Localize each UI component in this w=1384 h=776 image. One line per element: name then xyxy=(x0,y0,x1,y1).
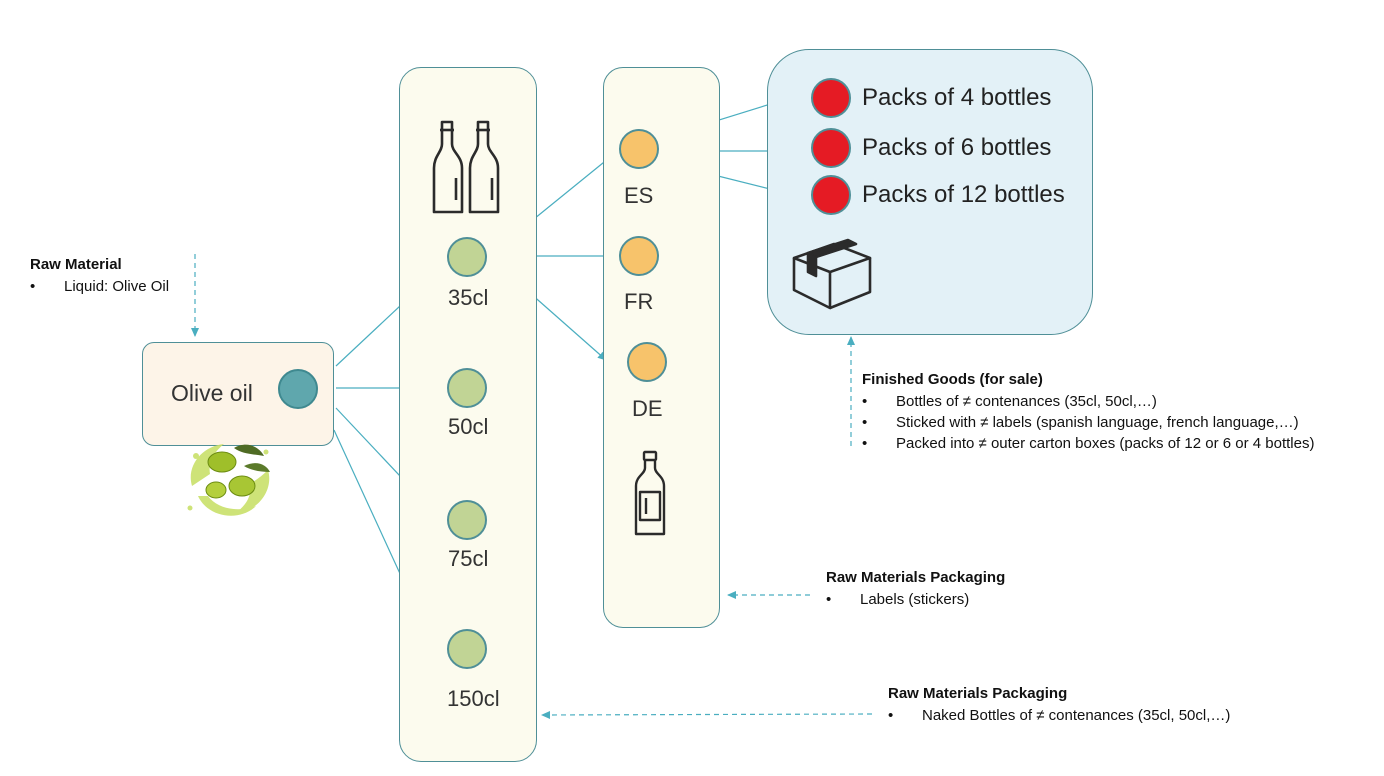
size-label-75cl: 75cl xyxy=(448,546,489,571)
pack-label-12: Packs of 12 bottles xyxy=(862,181,1065,208)
labels-packaging-item: Labels (stickers) xyxy=(826,589,1005,610)
oil-bottle-icon xyxy=(634,450,666,536)
pack-dot-6 xyxy=(811,128,851,168)
size-dot-35cl xyxy=(447,237,487,277)
size-label-35cl: 35cl xyxy=(448,285,489,310)
size-label-50cl: 50cl xyxy=(448,414,489,439)
size-label-150cl: 150cl xyxy=(447,686,500,711)
arrow-bottles-in xyxy=(541,710,873,719)
language-dot-de xyxy=(627,342,667,382)
olive-splash-icon xyxy=(187,444,270,516)
olive-oil-label: Olive oil xyxy=(171,380,253,406)
size-dot-50cl xyxy=(447,368,487,408)
language-label-es: ES xyxy=(624,183,654,208)
bottles-packaging-title: Raw Materials Packaging xyxy=(888,685,1068,702)
raw-material-title: Raw Material xyxy=(30,256,122,273)
olive-oil-dot xyxy=(278,369,318,409)
language-dot-fr xyxy=(619,236,659,276)
finished-goods-item: Packed into ≠ outer carton boxes (packs … xyxy=(862,433,1314,454)
bottles-packaging-note: Raw Materials Packaging Naked Bottles of… xyxy=(888,685,1230,726)
labels-packaging-title: Raw Materials Packaging xyxy=(826,569,1006,586)
language-label-fr: FR xyxy=(624,289,654,314)
carton-box-icon xyxy=(792,238,872,310)
language-label-de: DE xyxy=(632,396,663,421)
size-dot-150cl xyxy=(447,629,487,669)
finished-goods-item: Bottles of ≠ contenances (35cl, 50cl,…) xyxy=(862,391,1314,412)
bottles-packaging-item: Naked Bottles of ≠ contenances (35cl, 50… xyxy=(888,705,1230,726)
two-wine-bottles-icon xyxy=(432,120,500,214)
pack-dot-4 xyxy=(811,78,851,118)
raw-material-note: Raw Material Liquid: Olive Oil xyxy=(30,256,169,297)
raw-material-item: Liquid: Olive Oil xyxy=(30,276,169,297)
pack-dot-12 xyxy=(811,175,851,215)
pack-label-4: Packs of 4 bottles xyxy=(862,84,1052,111)
language-dot-es xyxy=(619,129,659,169)
finished-goods-title: Finished Goods (for sale) xyxy=(862,371,1043,388)
finished-goods-item: Sticked with ≠ labels (spanish language,… xyxy=(862,412,1314,433)
size-dot-75cl xyxy=(447,500,487,540)
finished-goods-note: Finished Goods (for sale) Bottles of ≠ c… xyxy=(862,371,1314,454)
labels-packaging-note: Raw Materials Packaging Labels (stickers… xyxy=(826,569,1005,610)
pack-label-6: Packs of 6 bottles xyxy=(862,134,1052,161)
olive-oil-box: Olive oil xyxy=(142,342,334,446)
